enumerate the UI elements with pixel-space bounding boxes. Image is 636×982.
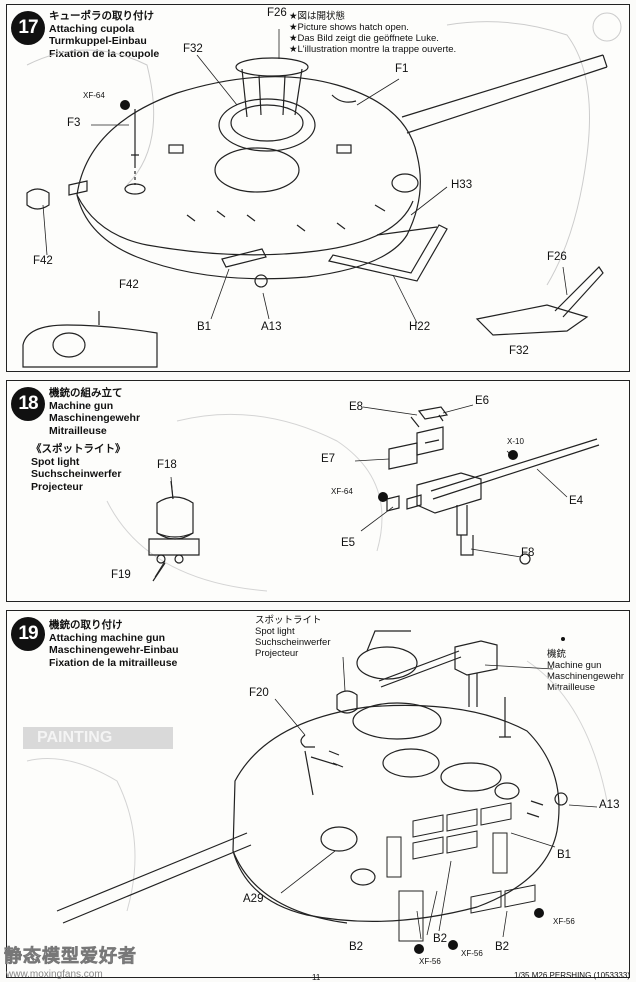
step-number: 18 [11, 387, 45, 421]
step-titles: 機銃の組み立て Machine gun Maschinengewehr Mitr… [49, 387, 140, 437]
step-titles: 機銃の取り付け Attaching machine gun Maschineng… [49, 619, 179, 669]
label-B2-center: B2 [433, 933, 448, 945]
turret-cupola-illustration [22, 12, 622, 368]
note-de: ★Das Bild zeigt die geöffnete Luke. [289, 33, 439, 44]
spot-title-de: Suchscheinwerfer [31, 468, 122, 480]
spotlight-titles: 《スポットライト》 Spot light Suchscheinwerfer Pr… [31, 443, 126, 493]
machine-gun-callout: 機銃 Machine gun Maschinengewehr Mitraille… [547, 649, 624, 693]
page-number: 11 [312, 973, 321, 982]
label-H33: H33 [451, 179, 473, 191]
label-E6: E6 [475, 395, 490, 407]
title-de: Maschinengewehr [49, 412, 141, 424]
label-E5: E5 [341, 537, 356, 549]
label-B1: B1 [197, 321, 212, 333]
background-painting-banner: PAINTING [23, 727, 173, 749]
spot-title-en: Spot light [255, 626, 295, 637]
label-A13: A13 [261, 321, 282, 333]
label-XF-56-right: XF-56 [553, 917, 575, 926]
label-F42-lower: F42 [119, 279, 139, 291]
mg-title-fr: Mitrailleuse [547, 682, 596, 693]
step-number: 17 [11, 11, 45, 45]
label-E8: E8 [349, 401, 364, 413]
title-ja: 機銃の取り付け [49, 619, 123, 631]
spot-title-ja: スポットライト [255, 615, 322, 626]
title-de: Turmkuppel-Einbau [49, 35, 147, 47]
title-en: Attaching machine gun [49, 631, 166, 644]
label-F20: F20 [249, 687, 269, 699]
label-F3: F3 [67, 117, 81, 129]
label-XF-64: XF-64 [83, 91, 105, 100]
label-F26: F26 [267, 7, 287, 19]
note-fr: ★L'illustration montre la trappe ouverte… [289, 44, 457, 55]
label-B1: B1 [557, 849, 572, 861]
label-A13: A13 [599, 799, 620, 811]
label-XF-56-center: XF-56 [461, 949, 483, 958]
label-XF-56-left: XF-56 [419, 957, 441, 966]
label-F1: F1 [395, 63, 409, 75]
label-F19: F19 [111, 569, 131, 581]
label-F26-detail: F26 [547, 251, 567, 263]
title-de: Maschinengewehr-Einbau [49, 644, 179, 656]
label-F18: F18 [157, 459, 177, 471]
title-en: Attaching cupola [49, 22, 135, 35]
label-X-10: X-10 [507, 437, 524, 446]
label-F42: F42 [33, 255, 53, 267]
spot-title-de: Suchscheinwerfer [255, 637, 331, 648]
spot-title-fr: Projecteur [255, 648, 299, 659]
title-ja: 機銃の組み立て [49, 387, 123, 399]
label-A29: A29 [243, 893, 264, 905]
label-B2-right: B2 [495, 941, 510, 953]
label-B2-left: B2 [349, 941, 364, 953]
mg-title-en: Machine gun [547, 660, 602, 671]
label-F32-detail: F32 [509, 345, 529, 357]
step-17-panel: 17 キューポラの取り付け Attaching cupola Turmkuppe… [6, 4, 630, 372]
title-fr: Mitrailleuse [49, 424, 107, 437]
title-ja: キューポラの取り付け [49, 10, 154, 22]
mg-title-ja: 機銃 [547, 649, 567, 660]
turret-machine-gun-illustration [26, 630, 608, 954]
spotlight-callout: スポットライト Spot light Suchscheinwerfer Proj… [255, 615, 331, 659]
watermark-url: www.moxingfans.com [6, 969, 103, 980]
spot-title-en: Spot light [31, 455, 80, 468]
machine-gun-illustration [106, 404, 600, 592]
spot-title-ja: 《スポットライト》 [31, 443, 126, 455]
note-ja: ★図は開状態 [289, 11, 346, 22]
watermark-logo: 静态模型爱好者 [4, 946, 137, 967]
title-en: Machine gun [49, 399, 114, 412]
label-XF-64: XF-64 [331, 487, 353, 496]
mg-title-de: Maschinengewehr [547, 671, 625, 682]
label-E7: E7 [321, 453, 336, 465]
label-F32: F32 [183, 43, 203, 55]
label-F8: F8 [521, 547, 535, 559]
hatch-note: ★図は開状態 ★Picture shows hatch open. ★Das B… [289, 11, 456, 55]
title-fr: Fixation de la mitrailleuse [49, 656, 178, 669]
label-H22: H22 [409, 321, 431, 333]
note-en: ★Picture shows hatch open. [289, 22, 409, 33]
model-footer: 1/35 M26 PERSHING (1053333) [513, 971, 630, 980]
spot-title-fr: Projecteur [31, 480, 83, 493]
step-number: 19 [11, 617, 45, 651]
label-E4: E4 [569, 495, 584, 507]
step-18-panel: 18 機銃の組み立て Machine gun Maschinengewehr M… [6, 380, 630, 602]
step-19-panel: 19 機銃の取り付け Attaching machine gun Maschin… [6, 610, 630, 978]
